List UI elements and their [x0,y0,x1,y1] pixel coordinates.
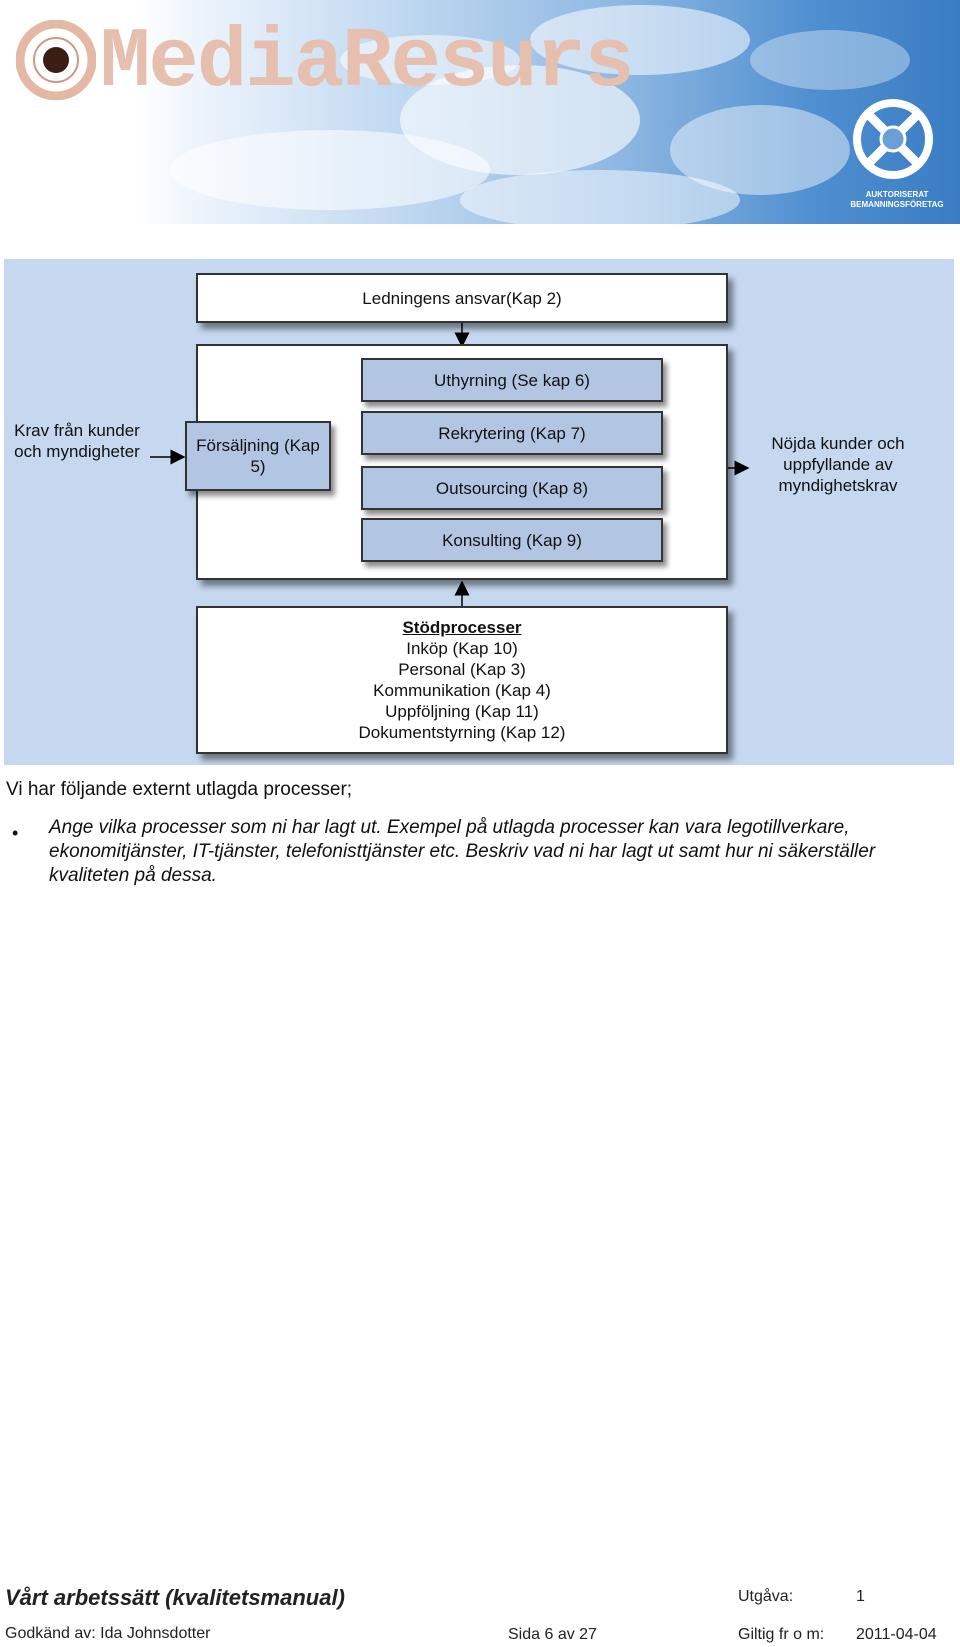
footer-title: Vårt arbetssätt (kvalitetsmanual) [5,1585,345,1610]
output-result-label: Nöjda kunder och uppfyllande av myndighe… [771,434,905,495]
support-item: Inköp (Kap 10) [406,639,518,658]
bullet-marker: • [12,823,19,843]
input-requirements-label: Krav från kunder och myndigheter [14,421,140,461]
process-box-outsourcing: Outsourcing (Kap 8) [361,466,663,510]
management-label: Ledningens ansvar(Kap 2) [362,288,562,308]
sky-clouds-image [170,5,910,224]
approved-by: Godkänd av: Ida Johnsdotter [5,1625,211,1642]
process-box-uthyrning: Uthyrning (Se kap 6) [361,358,663,402]
intro-text: Vi har följande externt utlagda processe… [6,779,353,800]
process-label: Konsulting (Kap 9) [442,530,582,550]
process-box-rekrytering: Rekrytering (Kap 7) [361,411,663,455]
page-number: Sida 6 av 27 [508,1626,597,1643]
header-banner: MediaResurs AUKTORISERAT BEMANNINGSFÖRET… [0,0,960,224]
sales-box: Försäljning (Kap 5) [185,421,331,491]
process-label: Uthyrning (Se kap 6) [434,370,590,390]
edition-label: Utgåva: [738,1588,794,1605]
support-item: Uppföljning (Kap 11) [385,702,539,721]
support-item: Personal (Kap 3) [398,660,526,679]
support-processes-box: Stödprocesser Inköp (Kap 10) Personal (K… [196,606,728,754]
support-item: Dokumentstyrning (Kap 12) [358,723,566,742]
logo-text: MediaResurs [100,16,634,111]
support-item: Kommunikation (Kap 4) [373,681,551,700]
process-label: Outsourcing (Kap 8) [435,478,589,498]
support-title: Stödprocesser [402,618,522,637]
bullet-text: Ange vilka processer som ni har lagt ut.… [49,817,876,886]
edition-value: 1 [856,1588,865,1605]
badge-text: AUKTORISERAT BEMANNINGSFÖRETAG [850,190,944,209]
valid-from-value: 2011-04-04 [856,1626,937,1643]
sales-label: Försäljning (Kap 5) [196,436,320,476]
process-label: Rekrytering (Kap 7) [438,423,586,443]
management-box: Ledningens ansvar(Kap 2) [196,273,728,323]
logo-mark-icon [16,20,96,100]
valid-from-label: Giltig fr o m: [738,1626,825,1643]
authorized-badge-icon [853,99,933,179]
process-box-konsulting: Konsulting (Kap 9) [361,518,663,562]
